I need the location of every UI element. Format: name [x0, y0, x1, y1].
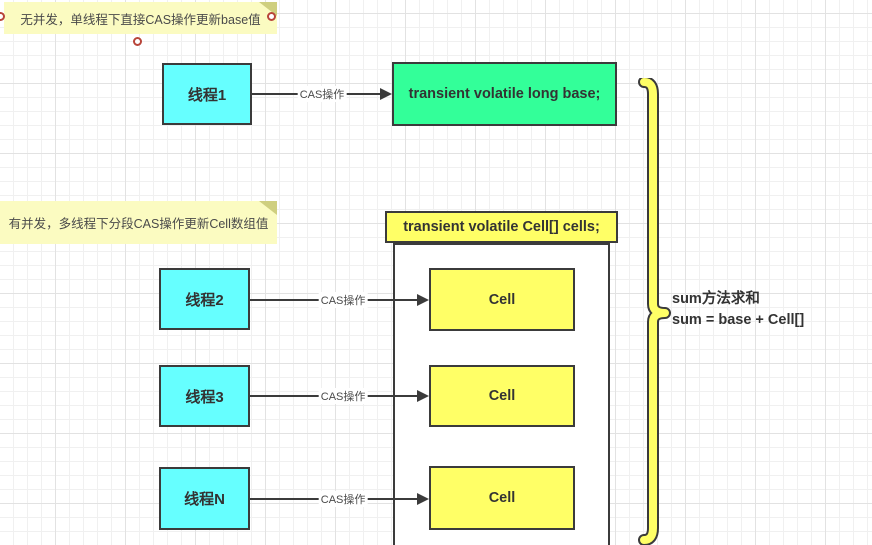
cas-arrow-label: CAS操作 [318, 491, 368, 507]
cas-arrow-threadN[interactable]: CAS操作 [250, 491, 429, 507]
threadN-box[interactable]: 线程N [159, 467, 250, 530]
sticky-note-no-concurrency[interactable]: 无并发，单线程下直接CAS操作更新base值 [4, 2, 277, 34]
arrowhead-icon [417, 390, 429, 402]
connection-point-left[interactable] [0, 12, 5, 21]
cas-arrow-thread1[interactable]: CAS操作 [252, 86, 392, 102]
cells-field-label: transient volatile Cell[] cells; [403, 219, 600, 235]
cell-label: Cell [488, 388, 516, 404]
arrowhead-icon [417, 493, 429, 505]
connection-point-bottom[interactable] [133, 37, 142, 46]
connection-point-right[interactable] [267, 12, 276, 21]
arrowhead-icon [417, 294, 429, 306]
cells-field-box[interactable]: transient volatile Cell[] cells; [385, 211, 618, 243]
sum-note: sum方法求和 sum = base + Cell[] [672, 289, 804, 331]
cell-box-2[interactable]: Cell [429, 365, 575, 427]
sum-brace[interactable] [638, 78, 682, 545]
sticky-note-no-concurrency-text: 无并发，单线程下直接CAS操作更新base值 [20, 12, 261, 27]
thread1-box[interactable]: 线程1 [162, 63, 252, 125]
cas-arrow-label: CAS操作 [318, 292, 368, 308]
cell-label: Cell [488, 490, 516, 506]
sum-note-line2: sum = base + Cell[] [672, 312, 805, 328]
cas-arrow-label: CAS操作 [297, 86, 347, 102]
sticky-note-concurrency-text: 有并发，多线程下分段CAS操作更新Cell数组值 [8, 217, 269, 231]
sticky-note-concurrency[interactable]: 有并发，多线程下分段CAS操作更新Cell数组值 [0, 201, 277, 244]
cell-box-3[interactable]: Cell [429, 466, 575, 530]
base-field-label: transient volatile long base; [408, 86, 601, 102]
cas-arrow-thread3[interactable]: CAS操作 [250, 388, 429, 404]
cas-arrow-thread2[interactable]: CAS操作 [250, 292, 429, 308]
thread2-box[interactable]: 线程2 [159, 268, 250, 330]
thread3-label: 线程3 [185, 388, 224, 406]
cas-arrow-label: CAS操作 [318, 388, 368, 404]
base-field-box[interactable]: transient volatile long base; [392, 62, 617, 126]
arrowhead-icon [380, 88, 392, 100]
threadN-label: 线程N [184, 491, 225, 508]
cell-label: Cell [488, 291, 516, 308]
sum-note-line1: sum方法求和 [672, 291, 760, 307]
thread2-label: 线程2 [185, 291, 224, 309]
cell-box-1[interactable]: Cell [429, 268, 575, 331]
thread3-box[interactable]: 线程3 [159, 365, 250, 427]
brace-fill [640, 78, 669, 544]
thread1-label: 线程1 [187, 86, 227, 104]
